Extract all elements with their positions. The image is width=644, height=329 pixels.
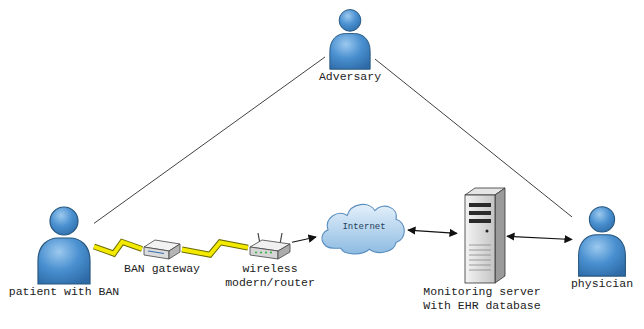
bolt-outline <box>182 242 248 254</box>
connector <box>507 236 572 239</box>
connector-line <box>375 59 572 217</box>
connector-line <box>94 57 325 223</box>
person-icon <box>572 205 632 277</box>
connector-line <box>408 230 457 233</box>
person-node: physician <box>564 205 640 291</box>
node-label: physician <box>564 277 640 291</box>
connector-line <box>507 236 572 239</box>
node-label: BAN gateway <box>110 262 214 276</box>
node-label: patient with BAN <box>3 285 125 299</box>
connector <box>408 230 457 233</box>
connector-line <box>292 237 316 242</box>
bolt-fill <box>94 242 142 254</box>
person-icon <box>34 205 94 285</box>
wireless-link <box>182 242 248 254</box>
person-node: patient with BAN <box>3 205 125 299</box>
node-label: Adversary <box>308 70 392 84</box>
wireless-link <box>94 242 142 254</box>
cloud-node: Internet <box>316 198 412 256</box>
connector <box>375 59 572 217</box>
server-tower <box>457 185 507 285</box>
server-node: Monitoring server With EHR database <box>416 185 548 313</box>
node-label: Internet <box>316 222 412 233</box>
gateway-node: BAN gateway <box>110 238 214 276</box>
gateway-device <box>142 238 182 262</box>
connector <box>292 237 316 242</box>
person-icon <box>325 8 375 70</box>
node-label: wireless modern/router <box>223 262 317 290</box>
bolt-fill <box>182 242 248 254</box>
person-node: Adversary <box>308 8 392 84</box>
connector <box>94 57 325 223</box>
router-node: wireless modern/router <box>223 232 317 290</box>
bolt-outline <box>94 242 142 254</box>
router-device <box>248 232 292 262</box>
node-label: Monitoring server With EHR database <box>416 285 548 313</box>
